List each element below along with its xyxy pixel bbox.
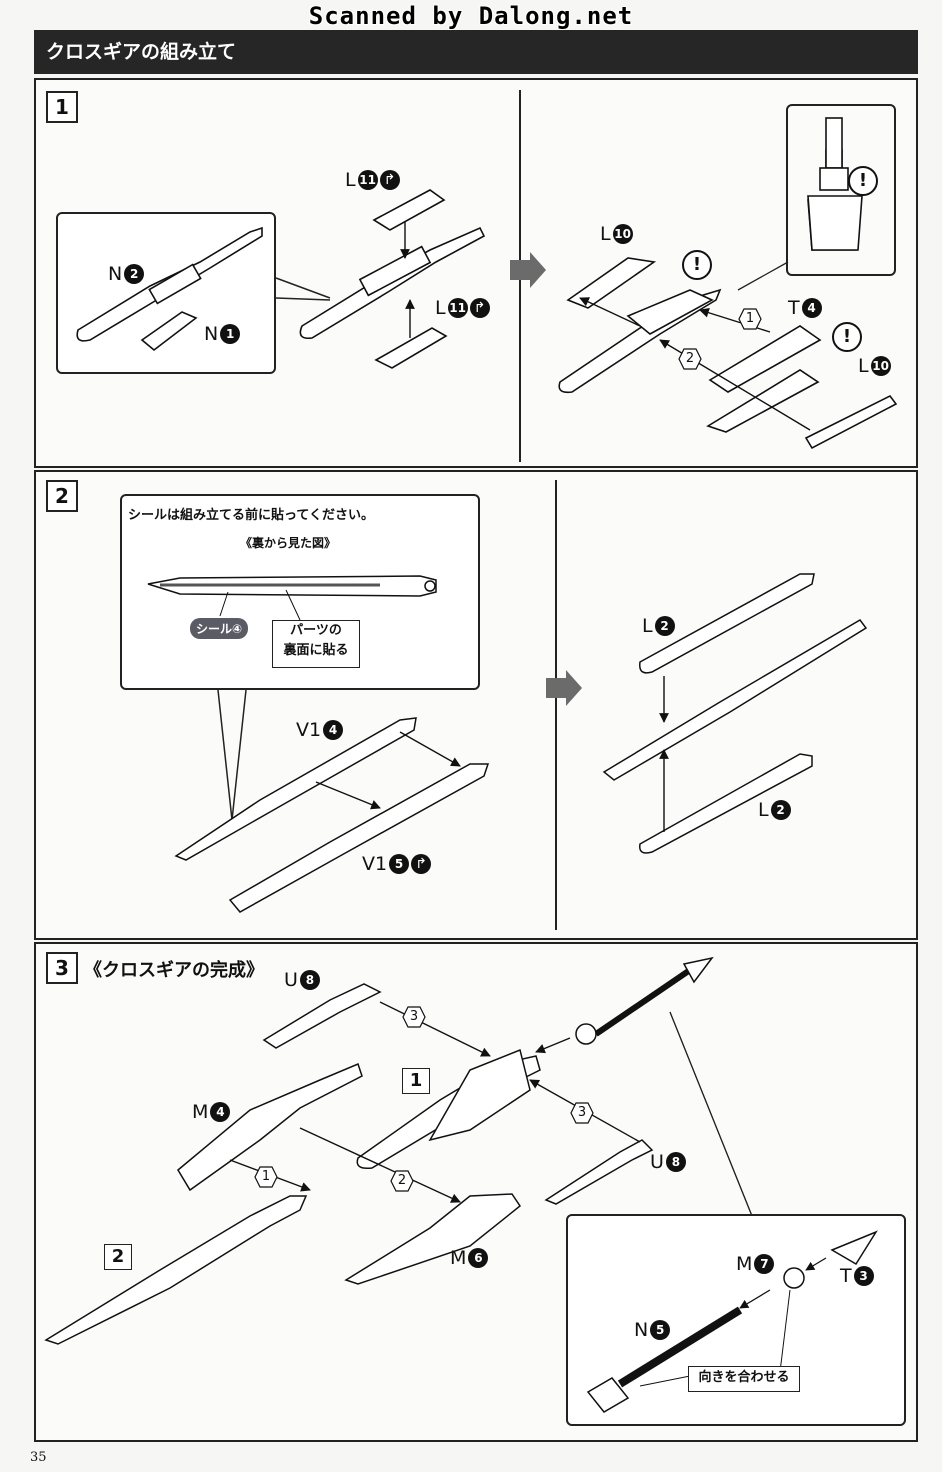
order-marker-2: 2 (678, 348, 702, 370)
page-number: 35 (30, 1450, 47, 1465)
step-2-flow-arrow (546, 670, 582, 706)
sticker-instruction: シールは組み立てる前に貼ってください。 (128, 508, 374, 523)
runner-gate-icon: ↱ (411, 854, 432, 874)
order-marker-1: 1 (738, 308, 762, 330)
caution-icon: ! (832, 322, 862, 352)
runner-gate-icon: ↱ (469, 298, 490, 318)
order-marker-2: 2 (390, 1170, 414, 1192)
step-1-number: 1 (46, 91, 78, 123)
align-orientation-note: 向きを合わせる (688, 1366, 800, 1392)
section-header: クロスギアの組み立て (34, 30, 918, 74)
apply-to-back-note: パーツの 裏面に貼る (272, 620, 360, 668)
scan-watermark: Scanned by Dalong.net (308, 2, 634, 30)
step-2-divider (555, 480, 557, 930)
caution-icon: ! (682, 250, 712, 280)
rear-view-caption: 《裏から見た図》 (240, 536, 337, 550)
caution-icon: ! (848, 166, 878, 196)
order-marker-1: 1 (254, 1166, 278, 1188)
step-3-number: 3 (46, 952, 78, 984)
step-3-title: 《クロスギアの完成》 (84, 960, 264, 981)
subassembly-2-ref: 2 (104, 1244, 132, 1270)
step-1-detail-inset (786, 104, 896, 276)
step-2-number: 2 (46, 480, 78, 512)
sticker-4-badge: シール④ (190, 618, 249, 639)
order-marker-3: 3 (570, 1102, 594, 1124)
subassembly-1-ref: 1 (402, 1068, 430, 1094)
order-marker-3: 3 (402, 1006, 426, 1028)
runner-gate-icon: ↱ (379, 170, 400, 190)
step-1-flow-arrow (510, 252, 546, 288)
